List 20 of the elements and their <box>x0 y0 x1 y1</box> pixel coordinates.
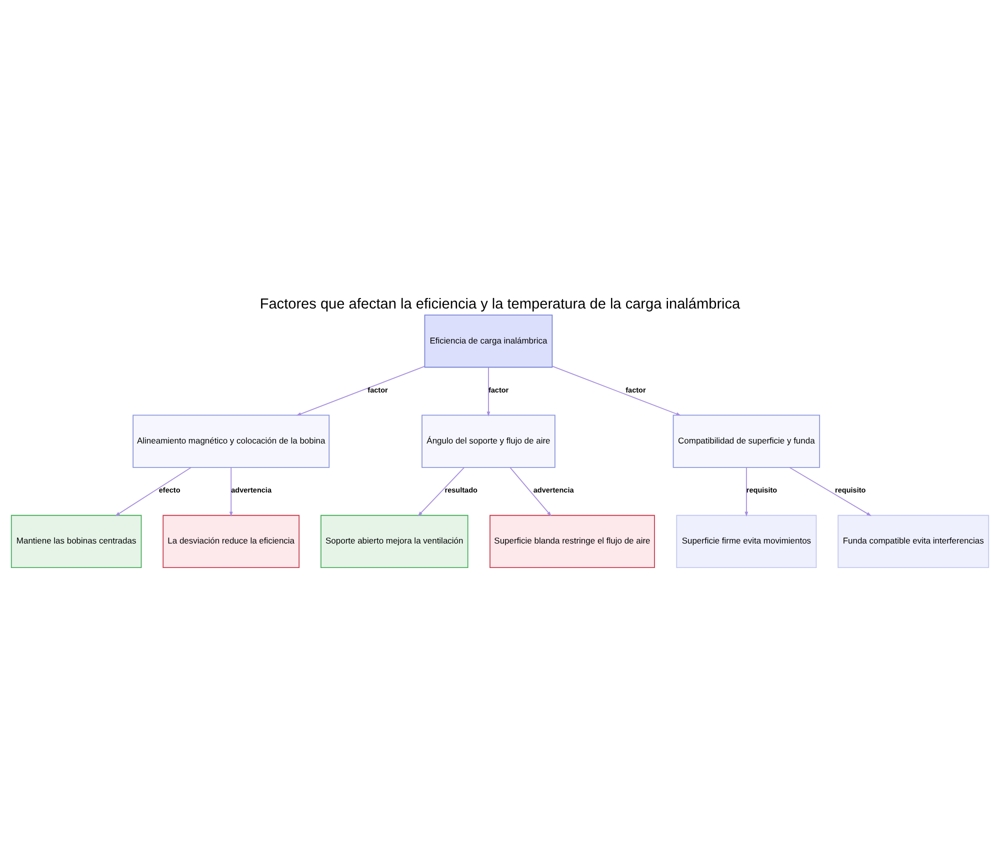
node-box: Ángulo del soporte y flujo de aire <box>422 414 556 468</box>
node-box: Soporte abierto mejora la ventilación <box>320 514 468 568</box>
node-box: Eficiencia de carga inalámbrica <box>424 314 553 368</box>
arrow <box>789 466 872 516</box>
arrow <box>115 466 192 516</box>
node-box: Mantiene las bobinas centradas <box>10 514 142 568</box>
node-box: Superficie blanda restringe el flujo de aire <box>490 514 655 568</box>
node-box: La desviación reduce la eficiencia <box>162 514 300 568</box>
arrow <box>229 466 233 516</box>
diagram-title: Factores que afectan la eficiencia y la temperatura de la carga inalámbrica <box>260 296 740 312</box>
node-box: Compatibilidad de superficie y funda <box>672 414 820 468</box>
node-box: Alineamiento magnético y colocación de la bobina <box>132 414 330 468</box>
node-box: Funda compatible evita interferencias <box>838 514 990 568</box>
arrow <box>744 466 748 516</box>
node-box: Superficie firme evita movimientos <box>676 514 817 568</box>
arrow <box>486 366 490 416</box>
arrow <box>510 466 552 516</box>
arrow <box>418 466 464 516</box>
arrow <box>552 365 682 416</box>
arrow <box>296 365 426 416</box>
